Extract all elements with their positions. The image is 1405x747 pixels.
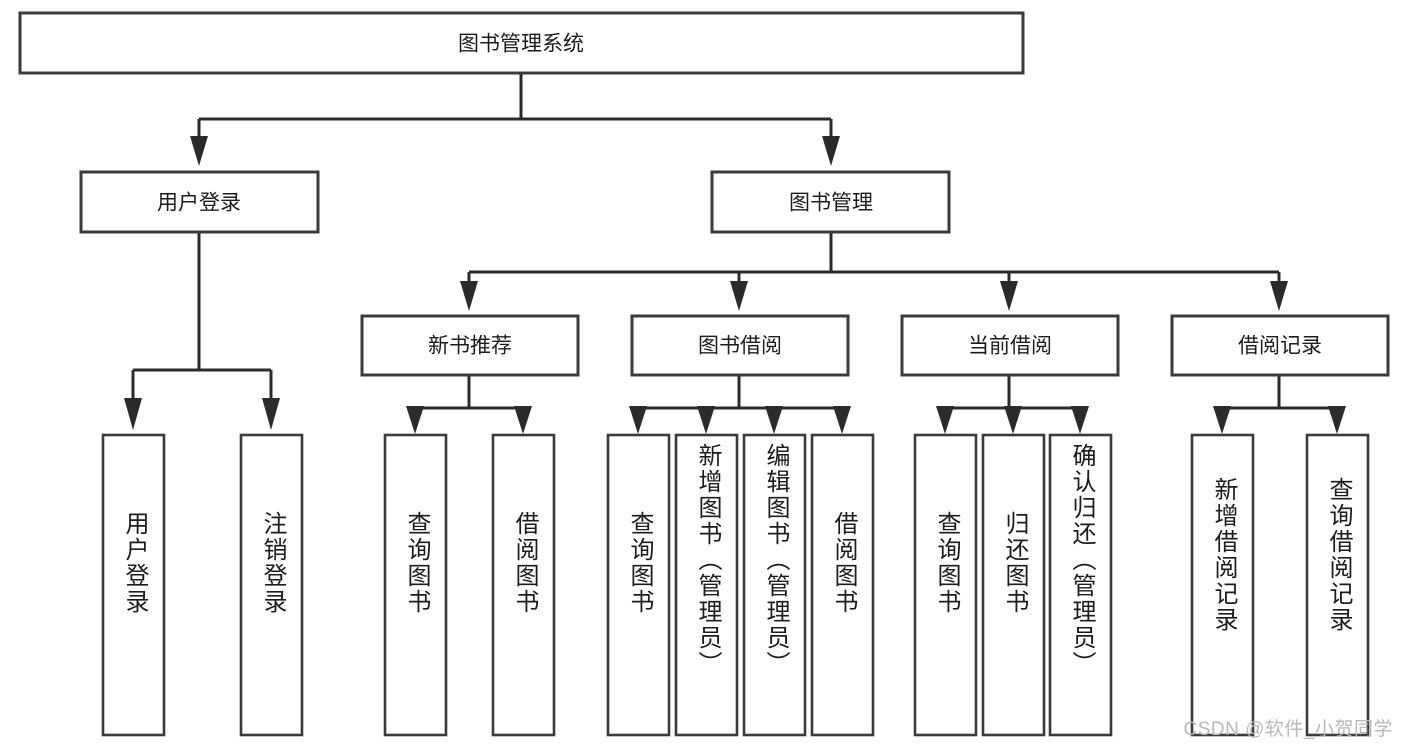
watermark: CSDN @软件_小贺同学 — [1183, 719, 1393, 740]
arrow-leaf-edit-book — [765, 406, 783, 434]
leaf-query-book-3-box[interactable] — [913, 433, 978, 737]
arrow-leaf-query-book-2 — [629, 406, 647, 434]
arrow-to-bookmanage — [822, 136, 840, 166]
leaf-borrow-book-1-box[interactable] — [491, 433, 556, 737]
node-book-borrow-label: 图书借阅 — [698, 335, 782, 358]
node-book-manage[interactable]: 图书管理 — [710, 170, 951, 234]
arrow-to-new-book-recommend — [460, 281, 478, 311]
node-book-borrow-box[interactable] — [630, 314, 850, 377]
arrow-leaf-query-book-3 — [936, 406, 954, 434]
node-new-book-recommend-box[interactable] — [360, 314, 580, 377]
leaf-user-logout-box[interactable] — [239, 433, 304, 737]
node-root[interactable]: 图书管理系统 — [18, 11, 1025, 75]
node-borrow-record-box[interactable] — [1170, 314, 1390, 377]
leaf-borrow-book-2-box[interactable] — [810, 433, 875, 737]
node-book-manage-label: 图书管理 — [789, 192, 873, 215]
node-book-borrow[interactable]: 图书借阅 — [630, 314, 850, 377]
node-borrow-record-label: 借阅记录 — [1238, 335, 1322, 358]
leaf-boxes — [101, 433, 1370, 737]
node-new-book-recommend-label: 新书推荐 — [428, 335, 512, 358]
arrow-leaf-borrow-book-1 — [514, 406, 532, 434]
node-root-label: 图书管理系统 — [458, 33, 584, 56]
node-current-borrow[interactable]: 当前借阅 — [900, 314, 1120, 377]
node-user-login-box[interactable] — [79, 170, 320, 234]
arrow-leaf-query-book-1 — [406, 406, 424, 434]
arrow-to-borrow-record — [1270, 281, 1288, 311]
arrow-to-book-borrow — [730, 281, 748, 311]
arrow-leaf-user-login — [124, 398, 142, 430]
leaf-user-login-box[interactable] — [101, 433, 166, 737]
node-borrow-record[interactable]: 借阅记录 — [1170, 314, 1390, 377]
arrow-leaf-borrow-book-2 — [833, 406, 851, 434]
arrow-to-current-borrow — [1000, 281, 1018, 311]
leaf-query-book-1-box[interactable] — [383, 433, 448, 737]
arrow-leaf-add-book — [697, 406, 715, 434]
node-current-borrow-label: 当前借阅 — [968, 335, 1052, 358]
leaf-add-book-box[interactable] — [674, 433, 739, 737]
node-user-login[interactable]: 用户登录 — [79, 170, 320, 234]
leaf-add-record-box[interactable] — [1190, 433, 1255, 737]
leaf-confirm-return-box[interactable] — [1048, 433, 1113, 737]
leaf-edit-book-box[interactable] — [742, 433, 807, 737]
leaf-return-book-box[interactable] — [981, 433, 1046, 737]
arrow-leaf-add-record — [1213, 406, 1231, 434]
connectors — [124, 73, 1346, 434]
leaf-query-record-box[interactable] — [1305, 433, 1370, 737]
arrow-leaf-confirm-return — [1071, 406, 1089, 434]
node-root-box[interactable] — [18, 11, 1025, 75]
node-current-borrow-box[interactable] — [900, 314, 1120, 377]
leaf-query-book-2-box[interactable] — [606, 433, 671, 737]
node-new-book-recommend[interactable]: 新书推荐 — [360, 314, 580, 377]
arrow-leaf-return-book — [1004, 406, 1022, 434]
node-book-manage-box[interactable] — [710, 170, 951, 234]
arrow-leaf-user-logout — [262, 398, 280, 430]
node-user-login-label: 用户登录 — [157, 192, 241, 215]
arrow-to-userlogin — [190, 136, 208, 166]
arrow-leaf-query-record — [1328, 406, 1346, 434]
